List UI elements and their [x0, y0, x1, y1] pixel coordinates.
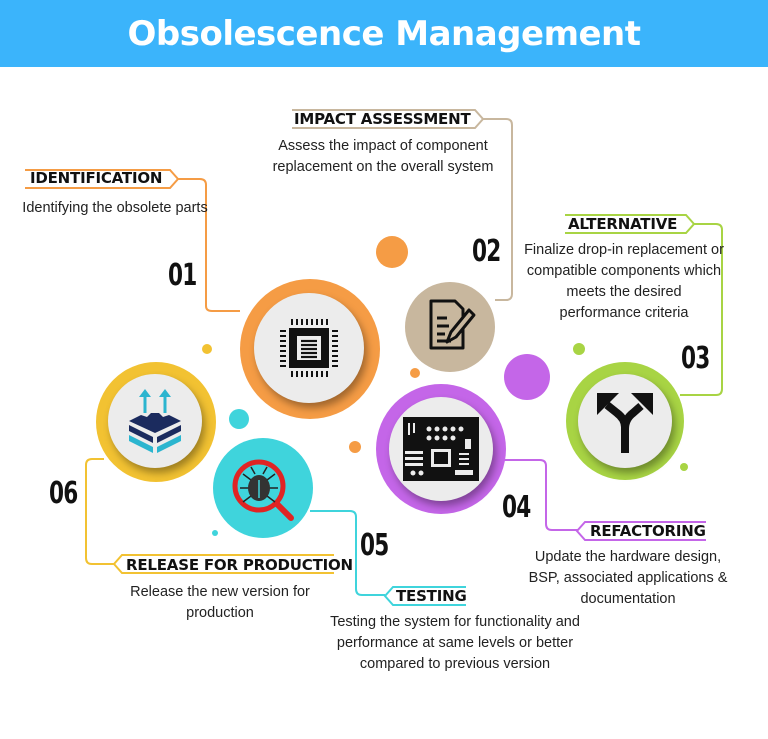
layers-upload-icon — [108, 374, 202, 468]
step-05-label: TESTING — [396, 587, 467, 605]
step-01-description: Identifying the obsolete parts — [22, 200, 208, 216]
step-04-circle — [376, 384, 506, 514]
step-06-circle — [96, 362, 216, 482]
step-01-label: IDENTIFICATION — [30, 169, 163, 187]
step-03-circle — [566, 362, 684, 480]
step-04-label: REFACTORING — [590, 522, 706, 540]
microchip-icon — [254, 293, 364, 403]
step-02-number: 02 — [472, 234, 501, 269]
step-01-circle — [240, 279, 380, 419]
decorative-dot — [504, 354, 550, 400]
step-05-number: 05 — [360, 528, 389, 563]
decorative-dot — [212, 530, 218, 536]
bug-search-icon — [225, 452, 305, 531]
step-06-description: Release the new version for production — [130, 584, 310, 621]
step-06-number: 06 — [49, 476, 78, 511]
decorative-dot — [376, 236, 408, 268]
step-05-description: Testing the system for functionality and… — [330, 614, 580, 672]
decorative-dot — [573, 343, 585, 355]
step-03-label: ALTERNATIVE — [568, 215, 678, 233]
page-title: Obsolescence Management — [127, 13, 641, 54]
step-02-description: Assess the impact of component replaceme… — [272, 138, 494, 175]
split-arrow-icon — [578, 374, 672, 468]
step-04-description: Update the hardware design, BSP, associa… — [528, 549, 728, 607]
step-03-description: Finalize drop-in replacement or compatib… — [524, 242, 724, 321]
decorative-dot — [202, 344, 212, 354]
decorative-dot — [349, 441, 361, 453]
step-03-number: 03 — [681, 341, 710, 376]
step-02-label: IMPACT ASSESSMENT — [294, 110, 471, 128]
header-banner: Obsolescence Management — [0, 0, 768, 67]
step-01-number: 01 — [168, 258, 197, 293]
document-edit-icon — [427, 298, 477, 359]
decorative-dot — [229, 409, 249, 429]
decorative-dot — [410, 368, 420, 378]
step-06-label: RELEASE FOR PRODUCTION — [126, 556, 353, 574]
step-02-circle — [405, 282, 495, 372]
step-05-circle — [213, 438, 313, 538]
step-04-number: 04 — [502, 490, 531, 525]
decorative-dot — [680, 463, 688, 471]
circuit-board-icon — [389, 397, 493, 501]
